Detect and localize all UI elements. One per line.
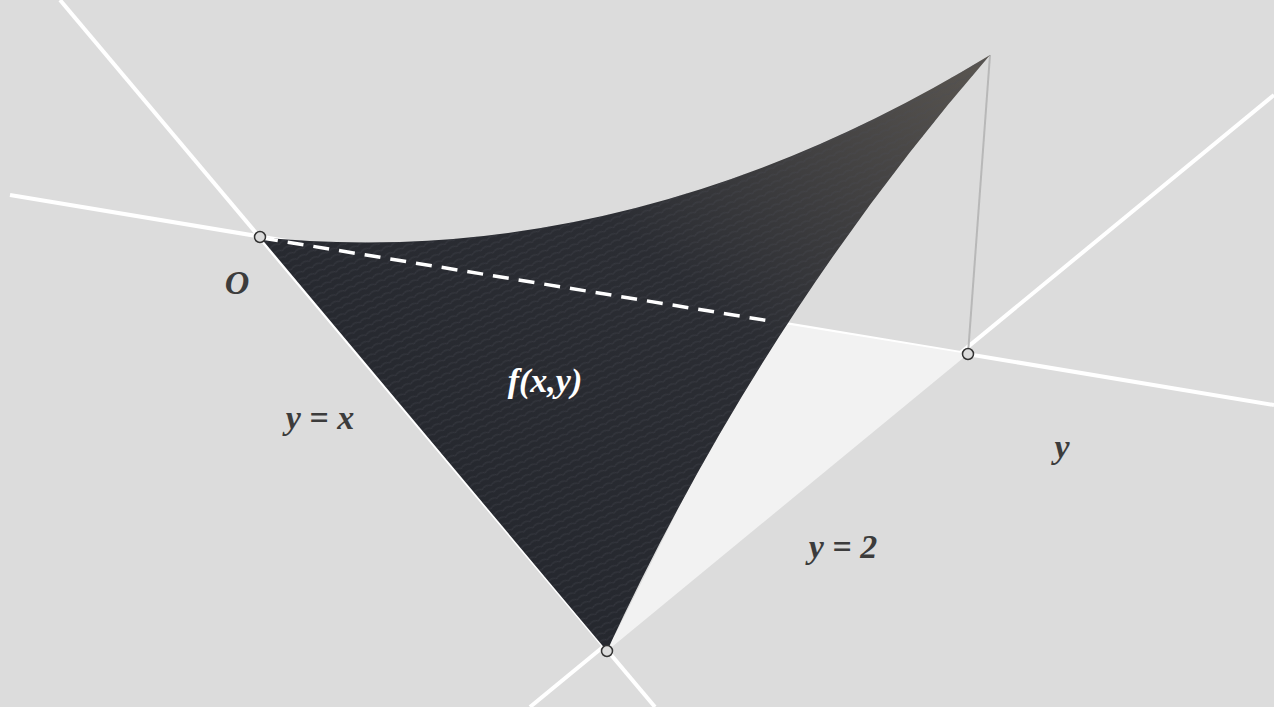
- points: [255, 232, 974, 657]
- surface-texture: [260, 55, 990, 651]
- dashed-line: [262, 238, 770, 321]
- surface: [260, 55, 990, 651]
- axis-lines: [10, 0, 1274, 707]
- math-label: O: [225, 264, 250, 301]
- math-label: y: [1054, 428, 1069, 465]
- math-label: y = 2: [809, 528, 877, 565]
- height-line: [968, 55, 990, 354]
- math-label: f(x,y): [508, 362, 583, 399]
- math-label: y = x: [286, 399, 354, 436]
